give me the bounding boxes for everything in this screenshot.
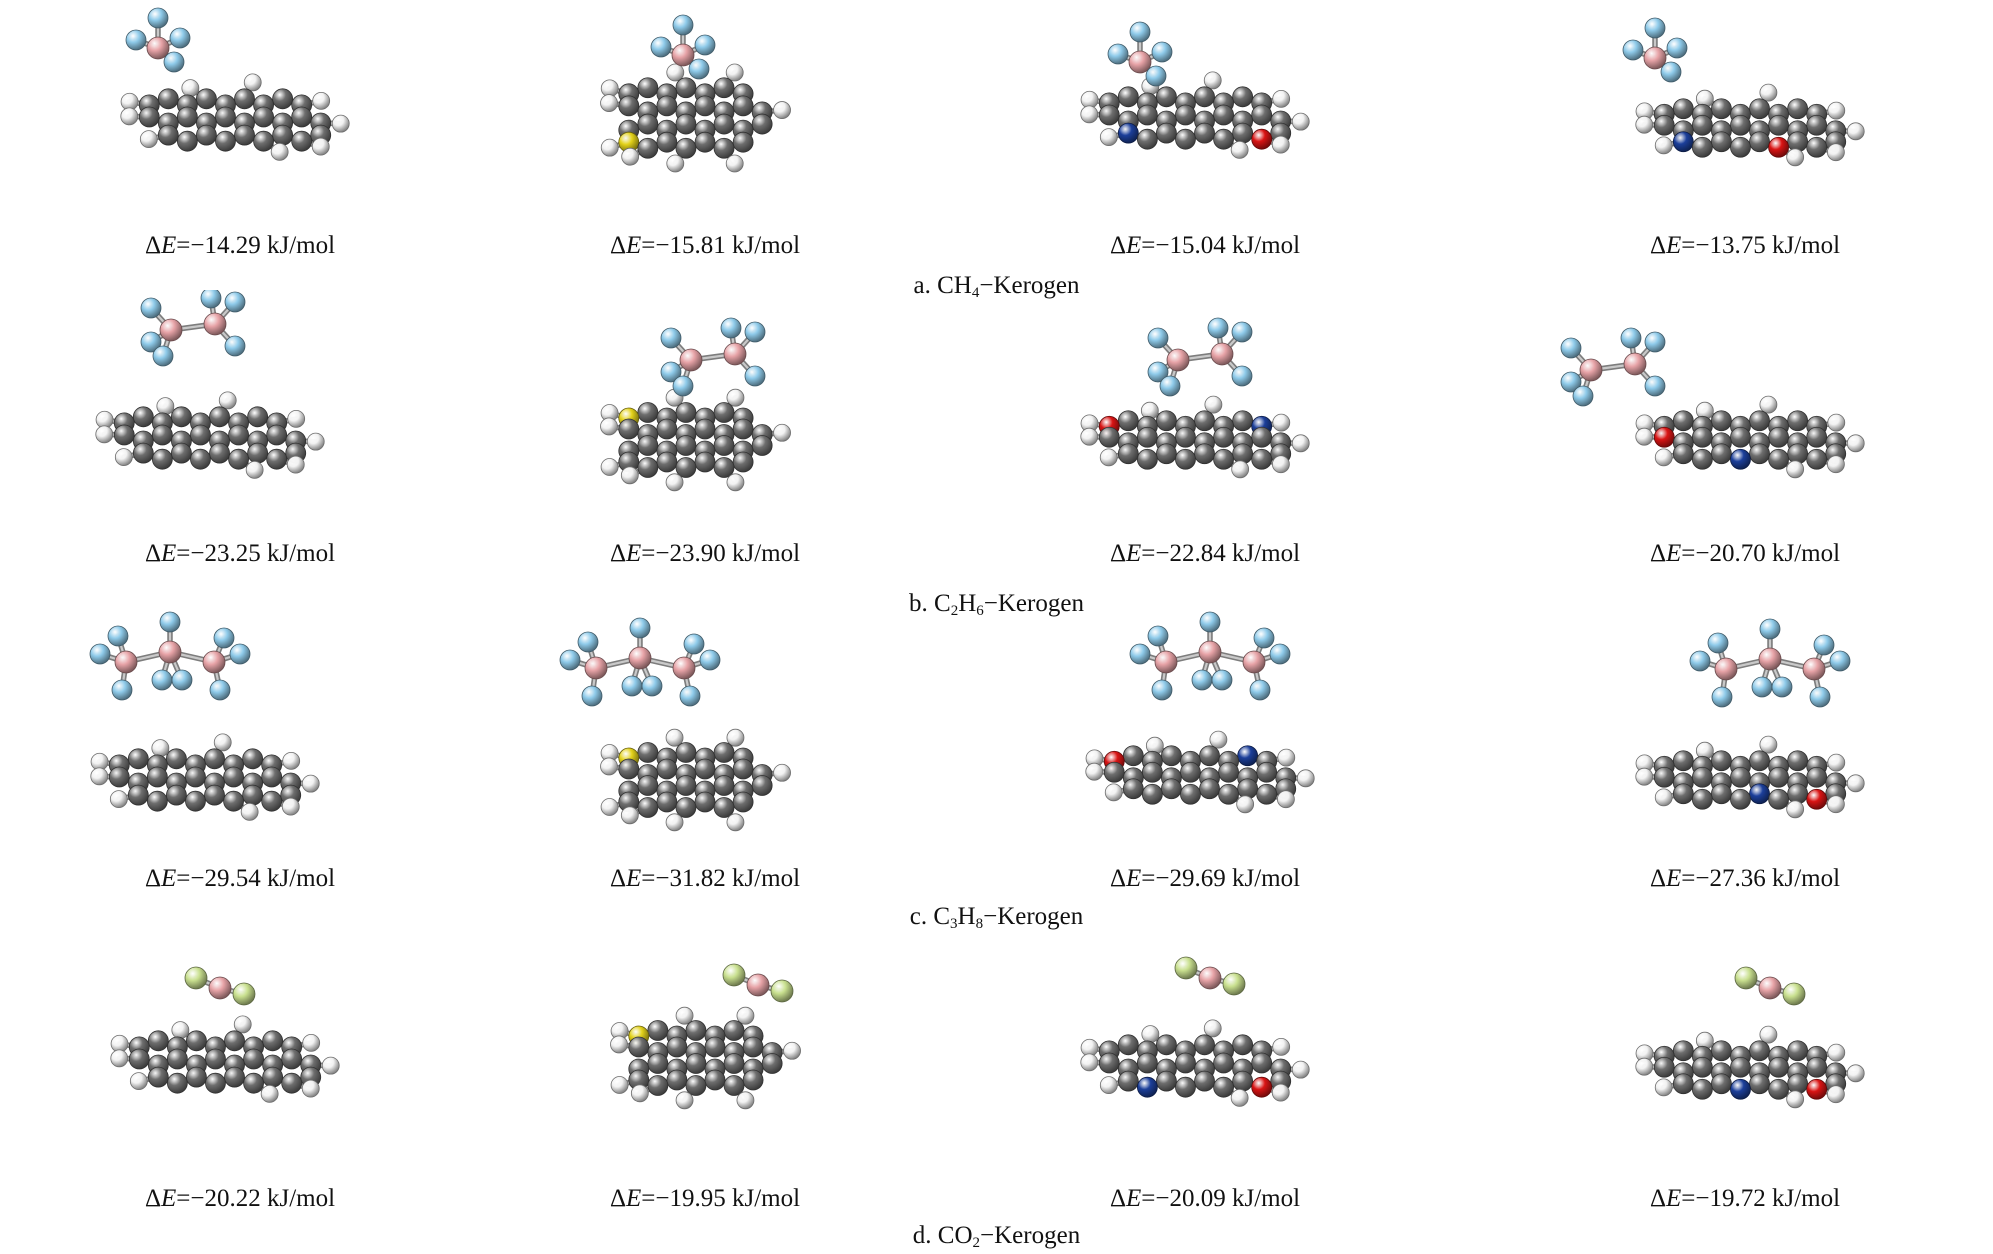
- energy-label: ΔE=−13.75 kJ/mol: [1649, 232, 1841, 259]
- molecule-model: [120, 7, 350, 161]
- molecule-model: [110, 966, 340, 1103]
- molecule-model: [1080, 21, 1310, 159]
- energy-label: ΔE=−20.09 kJ/mol: [1109, 1185, 1301, 1212]
- energy-label: ΔE=−29.54 kJ/mol: [144, 865, 336, 892]
- energy-label: ΔE=−14.29 kJ/mol: [144, 232, 336, 259]
- molecule-model: [1635, 618, 1865, 819]
- molecule-model: [610, 963, 801, 1110]
- energy-label: ΔE=−19.95 kJ/mol: [609, 1185, 801, 1212]
- row-caption: b. C2H6−Kerogen: [909, 590, 1084, 619]
- molecule-model: [1622, 17, 1865, 167]
- row-caption: d. CO2−Kerogen: [912, 1222, 1081, 1251]
- energy-label: ΔE=−19.72 kJ/mol: [1649, 1185, 1841, 1212]
- energy-label: ΔE=−15.81 kJ/mol: [609, 232, 801, 259]
- energy-label: ΔE=−27.36 kJ/mol: [1649, 865, 1841, 892]
- molecule-model: [1085, 611, 1315, 814]
- energy-label: ΔE=−20.22 kJ/mol: [144, 1185, 336, 1212]
- energy-label: ΔE=−23.25 kJ/mol: [144, 540, 336, 567]
- molecule-model: [95, 290, 325, 479]
- energy-label: ΔE=−29.69 kJ/mol: [1109, 865, 1301, 892]
- molecule-model: [559, 617, 791, 832]
- energy-label: ΔE=−31.82 kJ/mol: [609, 865, 801, 892]
- molecule-model: [1080, 956, 1310, 1107]
- energy-label: ΔE=−15.04 kJ/mol: [1109, 232, 1301, 259]
- molecule-model: [1560, 327, 1865, 479]
- molecule-model: [1080, 317, 1310, 479]
- molecule-model: [89, 611, 320, 821]
- row-caption: a. CH4−Kerogen: [913, 272, 1080, 301]
- molecule-model: [600, 317, 791, 492]
- molecule-model: [1635, 966, 1865, 1109]
- energy-label: ΔE=−22.84 kJ/mol: [1109, 540, 1301, 567]
- molecule-model: [600, 14, 791, 173]
- energy-label: ΔE=−20.70 kJ/mol: [1649, 540, 1841, 567]
- row-caption: c. C3H8−Kerogen: [909, 903, 1084, 932]
- energy-label: ΔE=−23.90 kJ/mol: [609, 540, 801, 567]
